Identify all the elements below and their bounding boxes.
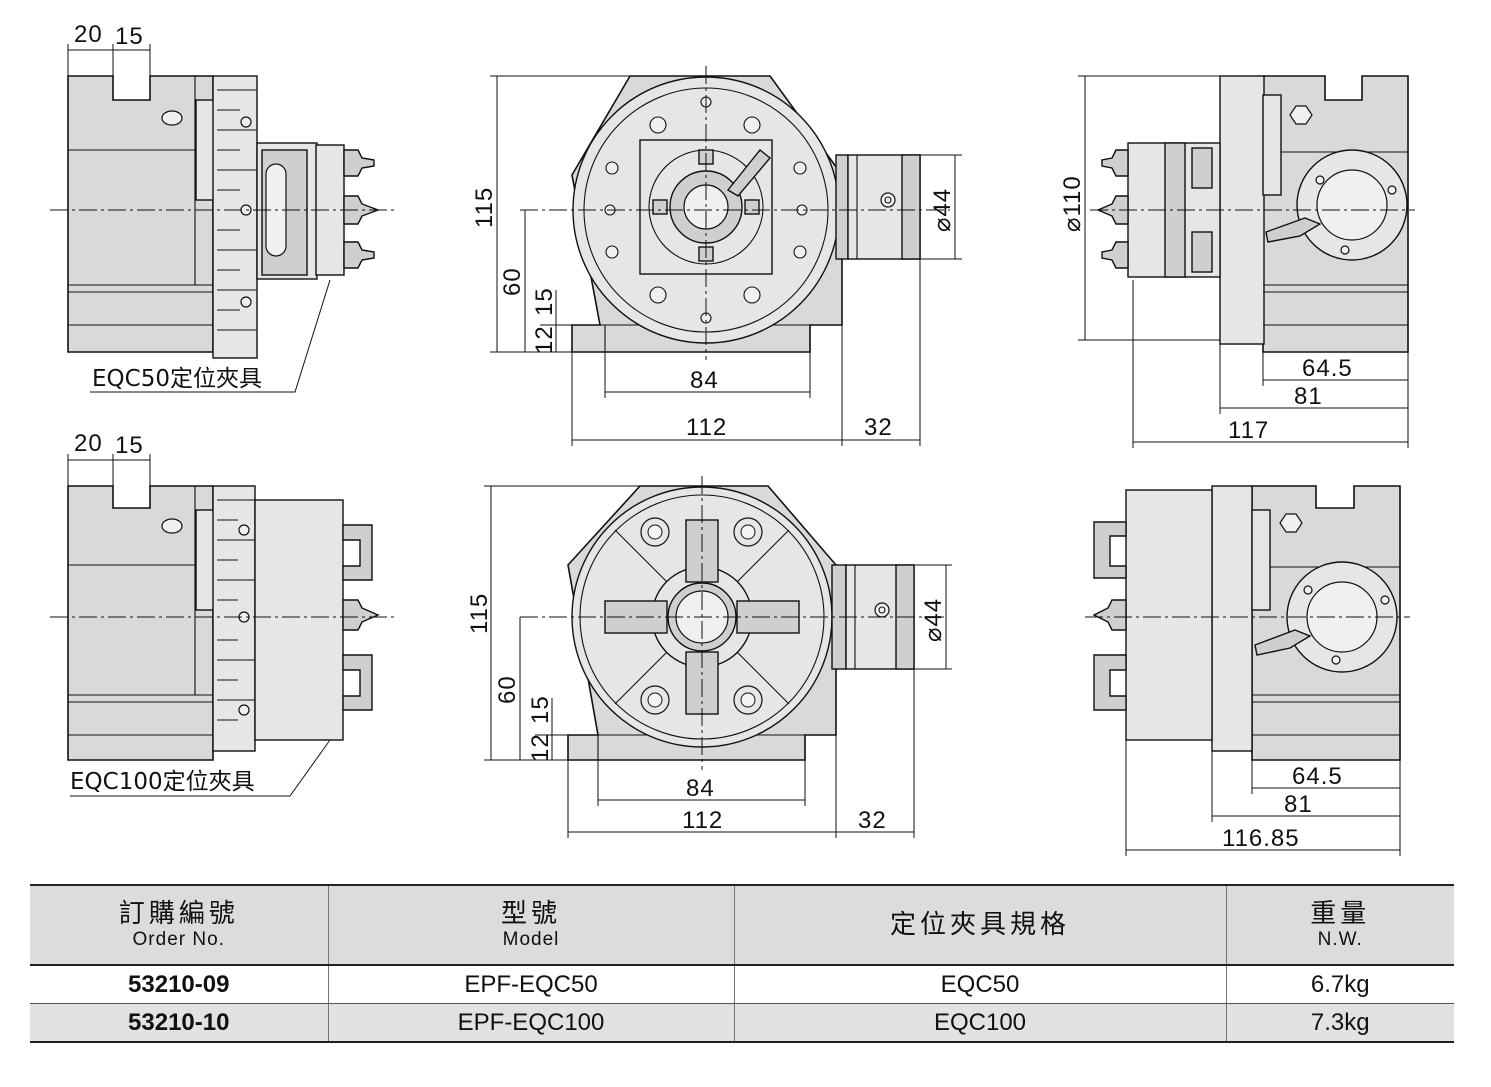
bottom-left-callout: EQC100定位夾具 (70, 769, 255, 795)
header-weight-en: N.W. (1317, 929, 1363, 950)
bottom-left-dimensions: 20 15 EQC100定位夾具 (67, 430, 331, 797)
header-order-no-zh: 訂購編號 (118, 899, 239, 929)
cell-order-no: 53210-09 (30, 965, 329, 1004)
top-front-width: 112 (686, 414, 727, 441)
bottom-front-diameter: ⌀44 (920, 598, 947, 642)
top-right-d2: 81 (1294, 383, 1323, 410)
spec-table: 訂購編號 Order No. 型號 Model 定位夾具規格 重量 N.W. 5… (30, 884, 1454, 1043)
bottom-front-height: 115 (466, 593, 493, 634)
cell-model: EPF-EQC100 (327, 1003, 735, 1043)
table-row: 53210-09 EPF-EQC50 EQC50 6.7kg (30, 965, 1454, 1004)
bottom-front-view (520, 476, 945, 770)
top-front-center: 60 (499, 267, 526, 296)
top-front-bolt-span: 84 (690, 367, 719, 394)
header-model: 型號 Model (327, 884, 735, 966)
bottom-right-d2: 81 (1284, 791, 1313, 818)
header-model-en: Model (502, 929, 560, 950)
top-front-height: 115 (471, 187, 498, 228)
top-left-dim-a: 20 (74, 21, 103, 48)
cell-order-no: 53210-10 (30, 1003, 329, 1043)
bottom-right-d3: 116.85 (1222, 825, 1300, 852)
bottom-right-side-view (1085, 485, 1410, 761)
table-header-row: 訂購編號 Order No. 型號 Model 定位夾具規格 重量 N.W. (30, 884, 1454, 966)
cell-fixture: EQC50 (733, 965, 1227, 1004)
bottom-right-dimensions: 64.5 81 116.85 (1125, 740, 1401, 856)
top-front-knob: 32 (864, 414, 893, 441)
bottom-left-dim-a: 20 (74, 430, 103, 457)
bottom-front-knob: 32 (858, 807, 887, 834)
top-front-base-b: 15 (531, 287, 558, 316)
top-front-view (520, 66, 950, 360)
top-right-side-view (1090, 75, 1415, 353)
top-left-callout: EQC50定位夾具 (92, 366, 262, 392)
top-front-dimensions: 115 60 12 15 84 112 32 ⌀44 (471, 75, 962, 446)
header-fixture-spec: 定位夾具規格 (733, 884, 1227, 966)
cell-weight: 7.3kg (1225, 1003, 1454, 1043)
bottom-front-width: 112 (682, 807, 723, 834)
header-fixture-spec-zh: 定位夾具規格 (889, 910, 1070, 940)
top-right-diameter: ⌀110 (1059, 175, 1086, 232)
bottom-left-side-view (50, 485, 395, 761)
bottom-front-center: 60 (494, 675, 521, 704)
top-left-dim-b: 15 (115, 23, 144, 50)
top-right-dimensions: ⌀110 64.5 81 117 (1059, 75, 1409, 448)
top-left-side-view (50, 75, 395, 359)
header-model-zh: 型號 (500, 899, 561, 929)
bottom-front-base-b: 15 (527, 695, 554, 724)
header-order-no: 訂購編號 Order No. (30, 884, 329, 966)
cell-model: EPF-EQC50 (327, 965, 735, 1004)
technical-drawing: 20 15 EQC50定位夾具 (50, 21, 1415, 856)
header-weight-zh: 重量 (1310, 899, 1371, 929)
bottom-front-dimensions: 115 60 12 15 84 112 32 ⌀44 (466, 485, 952, 838)
cell-fixture: EQC100 (733, 1003, 1227, 1043)
top-front-diameter: ⌀44 (929, 188, 956, 232)
bottom-right-d1: 64.5 (1292, 763, 1343, 790)
top-right-d1: 64.5 (1302, 355, 1353, 382)
top-front-base-a: 12 (531, 325, 558, 354)
table-row: 53210-10 EPF-EQC100 EQC100 7.3kg (30, 1003, 1454, 1043)
bottom-front-base-a: 12 (527, 733, 554, 762)
bottom-left-dim-b: 15 (115, 432, 144, 459)
header-order-no-en: Order No. (132, 929, 225, 950)
bottom-front-bolt-span: 84 (686, 775, 715, 802)
cell-weight: 6.7kg (1225, 965, 1454, 1004)
header-weight: 重量 N.W. (1225, 884, 1454, 966)
top-left-dimensions: 20 15 EQC50定位夾具 (67, 21, 331, 393)
top-right-d3: 117 (1228, 417, 1269, 444)
